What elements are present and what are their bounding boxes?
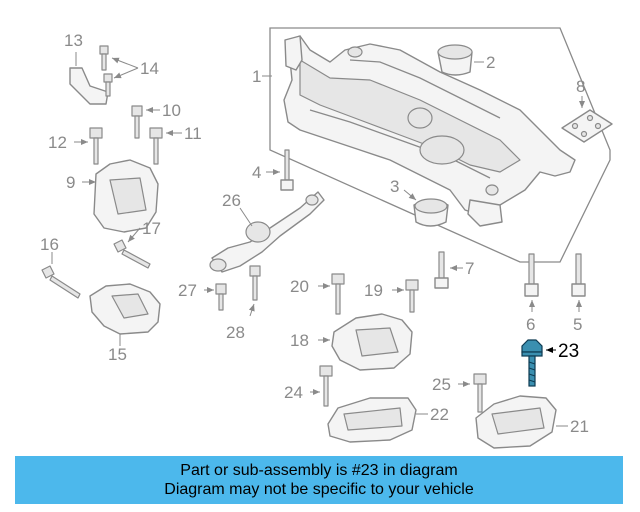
bolt-11 (149, 127, 182, 165)
callout-5: 5 (573, 315, 582, 334)
callout-28: 28 (226, 323, 245, 342)
bolt-20 (318, 273, 345, 315)
callout-12: 12 (48, 133, 67, 152)
bolt-10 (131, 105, 160, 139)
callout-1: 1 (252, 67, 261, 86)
banner-line-2: Diagram may not be specific to your vehi… (164, 481, 474, 498)
bolt-28 (248, 265, 261, 317)
callout-6: 6 (526, 315, 535, 334)
part-9-mount (82, 159, 159, 233)
bolt-25 (458, 373, 487, 413)
callout-19: 19 (364, 281, 383, 300)
callout-8: 8 (576, 77, 585, 96)
callout-7: 7 (465, 259, 474, 278)
part-13-bracket (69, 52, 109, 105)
part-21-bracket (475, 395, 568, 449)
callout-10: 10 (162, 101, 181, 120)
info-banner: Part or sub-assembly is #23 in diagram D… (15, 456, 623, 504)
callout-22: 22 (430, 405, 449, 424)
bolt-19 (392, 279, 419, 313)
part-8-plate (561, 96, 613, 143)
bolt-17 (113, 227, 151, 269)
bolt-5 (571, 253, 586, 312)
bolt-24 (310, 365, 333, 407)
callout-16: 16 (40, 235, 59, 254)
callout-4: 4 (252, 163, 261, 182)
bolt-4 (266, 149, 294, 191)
callout-14: 14 (140, 59, 159, 78)
callout-3: 3 (390, 177, 399, 196)
callout-15: 15 (108, 345, 127, 364)
part-2-bushing (437, 44, 484, 76)
callout-27: 27 (178, 281, 197, 300)
callout-24: 24 (284, 383, 303, 402)
bolt-16 (41, 252, 81, 299)
callout-18: 18 (290, 331, 309, 350)
part-26-torque-arm (209, 191, 325, 273)
bolt-12 (74, 127, 103, 165)
bolt-6 (524, 253, 539, 312)
parts-diagram: 1 2 3 4 5 6 7 8 9 10 11 12 13 14 15 16 1… (40, 27, 613, 449)
callout-9: 9 (66, 173, 75, 192)
callout-2: 2 (486, 53, 495, 72)
part-23-bolt-highlighted[interactable] (521, 339, 556, 387)
callout-20: 20 (290, 277, 309, 296)
callout-11: 11 (184, 124, 202, 143)
callout-13: 13 (64, 31, 83, 50)
callout-25: 25 (432, 375, 451, 394)
part-18-mount (318, 313, 413, 371)
callout-17: 17 (142, 219, 161, 238)
banner-line-1: Part or sub-assembly is #23 in diagram (180, 462, 458, 479)
part-15-mount (89, 283, 161, 346)
subframe-group (269, 27, 611, 263)
bolt-14 (99, 45, 139, 97)
part-3-bushing (403, 189, 449, 227)
callout-21: 21 (570, 417, 589, 436)
bolt-7 (434, 251, 463, 289)
bolt-27 (204, 283, 227, 311)
callout-26: 26 (222, 191, 241, 210)
part-22-bracket (327, 397, 428, 443)
callout-23-highlighted: 23 (558, 341, 579, 362)
